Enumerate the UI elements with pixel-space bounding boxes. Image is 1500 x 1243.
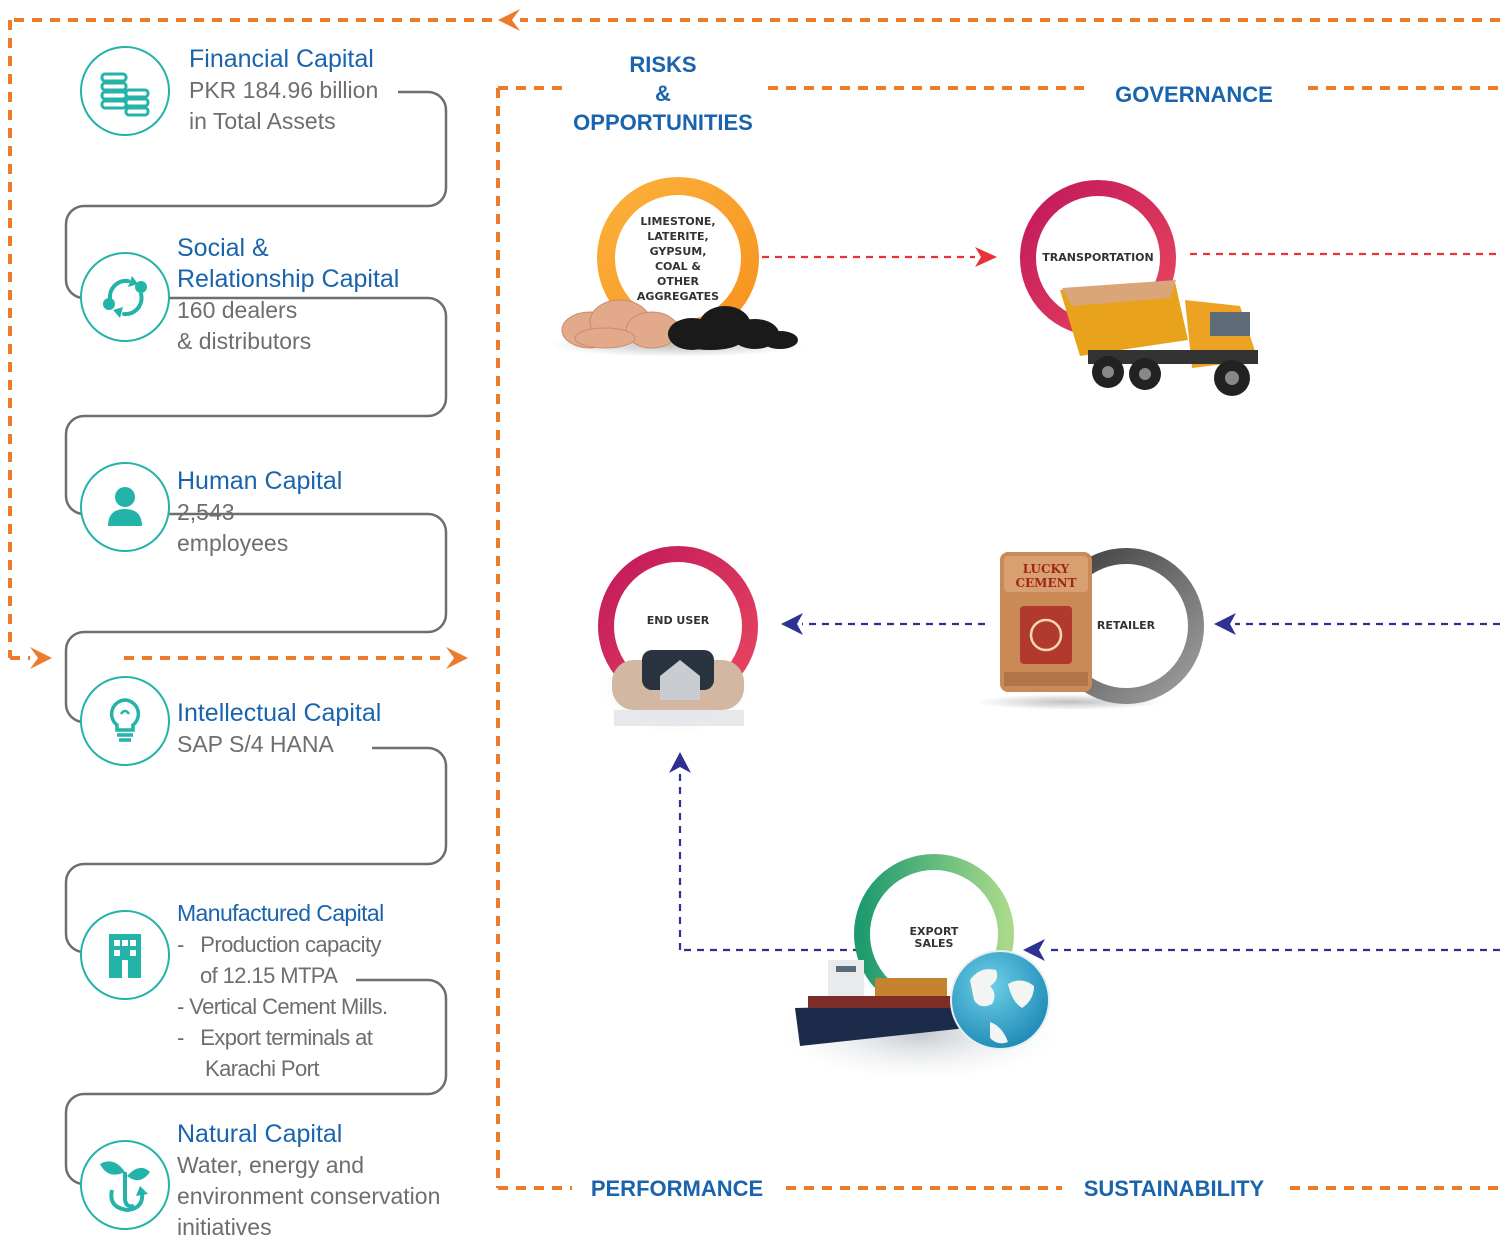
raw-materials-node [550, 177, 806, 357]
financial-capital-title: Financial Capital [189, 45, 374, 73]
export-label-2: SALES [914, 937, 954, 950]
natural-capital-desc-1: Water, energy and [177, 1152, 365, 1178]
human-capital-title: Human Capital [177, 467, 343, 495]
raw-label-2: LATERITE, [647, 230, 709, 243]
transportation-label: TRANSPORTATION [1042, 251, 1154, 264]
export-label-1: EXPORT [909, 925, 959, 938]
transportation-node [1020, 180, 1258, 396]
natural-capital-title: Natural Capital [177, 1120, 343, 1148]
manufactured-capital-desc-2: of 12.15 MTPA [200, 963, 338, 988]
export-sales-label: EXPORT SALES [894, 926, 974, 950]
dump-truck-image [1060, 280, 1258, 396]
retailer-node: LUCKY CEMENT [975, 548, 1204, 710]
social-capital-title-1: Social & [177, 234, 269, 262]
social-capital-desc-1: 160 dealers [177, 297, 298, 323]
retailer-label: RETAILER [1096, 619, 1156, 632]
flow-arrows [678, 252, 1500, 952]
arrow-head-mid [446, 647, 468, 669]
financial-capital-desc-2: in Total Assets [189, 108, 336, 134]
social-capital-title-2: Relationship Capital [177, 265, 400, 293]
manufactured-capital-title: Manufactured Capital [177, 900, 384, 926]
raw-label-1: LIMESTONE, [640, 215, 716, 228]
risks-label-line-1: RISKS [629, 52, 697, 77]
risks-opportunities-label: RISKS & OPPORTUNITIES [565, 50, 761, 137]
coal-pile [668, 306, 798, 350]
financial-capital-desc-1: PKR 184.96 billion [189, 77, 379, 103]
manufactured-capital-desc-1: - Production capacity [177, 932, 381, 957]
limestone-pile [561, 299, 679, 349]
cycle-arrows-icon [80, 252, 170, 342]
social-capital-desc-2: & distributors [177, 328, 312, 354]
end-user-node [598, 546, 758, 734]
capital-connector-line [64, 90, 448, 1186]
arrow-head-left-in [30, 647, 52, 669]
end-user-label: END USER [646, 614, 710, 627]
globe-continents [970, 969, 1034, 1044]
raw-label-3: GYPSUM, [649, 245, 707, 258]
lightbulb-icon [80, 676, 170, 766]
manufactured-capital-desc-5: Karachi Port [205, 1056, 319, 1081]
raw-label-4: COAL & [654, 260, 702, 273]
arrow-head-to-transport [975, 247, 997, 267]
export-sales-node [780, 854, 1060, 1080]
intellectual-capital-title: Intellectual Capital [177, 699, 382, 727]
arrow-head-to-export [1023, 939, 1045, 961]
arrow-head-to-retailer [1214, 613, 1236, 635]
building-icon [80, 910, 170, 1000]
performance-label: PERFORMANCE [572, 1174, 782, 1203]
natural-capital-desc-2: environment conservation [177, 1183, 441, 1209]
human-capital-desc-1: 2,543 [177, 499, 235, 525]
arrow-head-to-end-user [781, 613, 803, 635]
risks-label-line-3: OPPORTUNITIES [573, 110, 753, 135]
bag-brand-text-2: CEMENT [1015, 576, 1076, 590]
raw-materials-label: LIMESTONE, LATERITE, GYPSUM, COAL & OTHE… [628, 214, 728, 304]
bag-brand-text: LUCKY [1023, 562, 1070, 576]
manufactured-capital-desc-3: - Vertical Cement Mills. [177, 994, 388, 1019]
cargo-ship-image [795, 960, 985, 1046]
coins-icon [80, 46, 170, 136]
sustainability-label: SUSTAINABILITY [1062, 1174, 1286, 1203]
human-capital-desc-2: employees [177, 530, 289, 556]
natural-capital-desc-3: initiatives [177, 1214, 272, 1240]
plant-icon [80, 1140, 170, 1230]
manufactured-capital-desc-4: - Export terminals at [177, 1025, 373, 1050]
arrow-head-top [498, 9, 520, 31]
risks-label-line-2: & [655, 81, 671, 106]
governance-label: GOVERNANCE [1086, 80, 1302, 109]
cement-bag-image [1000, 552, 1092, 692]
intellectual-capital-desc-1: SAP S/4 HANA [177, 731, 334, 757]
hands-house-image [612, 650, 744, 726]
arrow-head-up-end-user [669, 752, 691, 773]
raw-label-5: OTHER [656, 275, 700, 288]
raw-label-6: AGGREGATES [636, 290, 720, 303]
outer-feedback-loop [8, 18, 1500, 660]
person-icon [80, 462, 170, 552]
